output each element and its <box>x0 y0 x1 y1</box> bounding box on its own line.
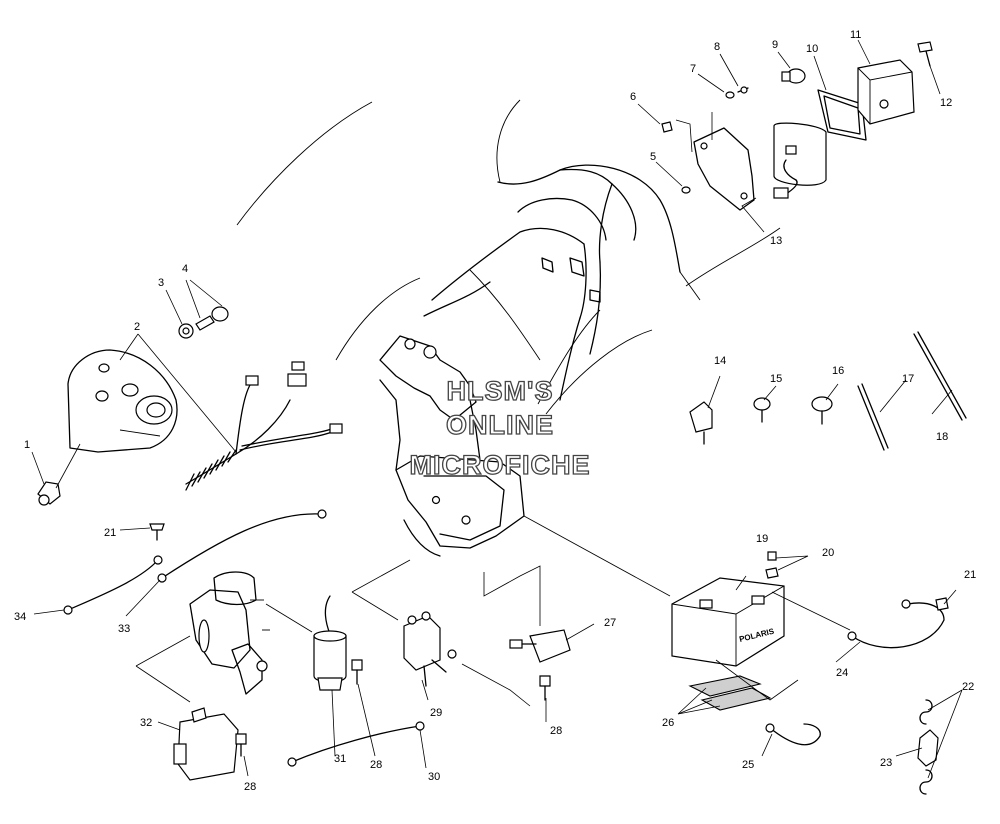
clip-15 <box>753 397 771 423</box>
screw-28-center <box>351 659 363 685</box>
callout-18: 18 <box>936 431 948 443</box>
voltage-regulator <box>509 629 571 663</box>
callout-28-right: 28 <box>550 725 562 737</box>
screw-28-right <box>539 675 551 701</box>
bulb-9 <box>781 68 806 84</box>
strap-23 <box>917 729 939 767</box>
callout-21-left: 21 <box>104 527 116 539</box>
callout-10: 10 <box>806 43 818 55</box>
screw-21-right <box>935 597 949 611</box>
battery-cable-24 <box>847 599 945 649</box>
callout-8: 8 <box>714 41 720 53</box>
callout-11: 11 <box>850 29 861 41</box>
callout-26: 26 <box>662 717 674 729</box>
callout-17: 17 <box>902 373 914 385</box>
callout-4: 4 <box>182 263 188 275</box>
callout-numbers: 1 2 3 4 5 6 7 8 9 10 11 12 13 14 15 16 1… <box>14 29 976 793</box>
wiring-harness <box>185 361 343 491</box>
screw-12 <box>917 41 933 67</box>
watermark: HLSM'S ONLINE MICROFICHE <box>409 375 591 480</box>
washer-5 <box>681 186 691 194</box>
callout-24: 24 <box>836 667 848 679</box>
callout-28-center: 28 <box>370 759 382 771</box>
vehicle-body-outline <box>236 99 781 415</box>
callout-6: 6 <box>630 91 636 103</box>
washer-7 <box>725 91 735 99</box>
callout-28-left: 28 <box>244 781 256 793</box>
callout-32: 32 <box>140 717 152 729</box>
cdi-module <box>173 707 239 781</box>
callout-16: 16 <box>832 365 844 377</box>
bulb-retainer <box>178 306 229 339</box>
bolt-8 <box>737 86 749 94</box>
callout-19: 19 <box>756 533 768 545</box>
callout-9: 9 <box>772 39 778 51</box>
ignition-coil <box>313 595 347 691</box>
callout-29: 29 <box>430 707 442 719</box>
mounting-bracket <box>189 571 270 695</box>
s-hooks-22 <box>919 699 933 795</box>
cable-tie-17 <box>857 383 889 451</box>
lens-gasket <box>817 89 867 141</box>
callout-1: 1 <box>24 439 30 451</box>
callout-31: 31 <box>334 753 346 765</box>
starter-solenoid <box>403 611 457 687</box>
callout-13: 13 <box>770 235 782 247</box>
callout-21-right: 21 <box>964 569 976 581</box>
headlight-housing <box>67 349 178 453</box>
frame-assembly <box>379 335 525 557</box>
callout-5: 5 <box>650 151 656 163</box>
callout-3: 3 <box>158 277 164 289</box>
taillight-cover <box>857 59 915 125</box>
watermark-line-3: MICROFICHE <box>410 450 591 480</box>
callout-30: 30 <box>428 771 440 783</box>
clip-14 <box>689 401 713 445</box>
battery-bolts <box>765 551 779 579</box>
ground-wire-34 <box>63 555 163 615</box>
callout-20: 20 <box>822 547 834 559</box>
ground-wire-30 <box>287 721 425 767</box>
battery-pads <box>688 675 772 711</box>
taillight-lens <box>773 122 827 199</box>
headlight-bulb-socket <box>37 481 61 506</box>
callout-12: 12 <box>940 97 952 109</box>
callout-23: 23 <box>880 757 892 769</box>
screw-21-left <box>149 523 165 541</box>
callout-14: 14 <box>714 355 726 367</box>
callout-22: 22 <box>962 681 974 693</box>
nut-6 <box>661 121 673 133</box>
battery-cable-25 <box>765 723 821 746</box>
watermark-line-1: HLSM'S <box>447 376 554 406</box>
callout-25: 25 <box>742 759 754 771</box>
callout-7: 7 <box>690 63 696 75</box>
ground-wire-33 <box>157 509 327 583</box>
callout-27: 27 <box>604 617 616 629</box>
watermark-line-2: ONLINE <box>446 410 554 440</box>
callout-15: 15 <box>770 373 782 385</box>
screw-28-left <box>235 733 247 757</box>
callout-34: 34 <box>14 611 26 623</box>
leader-lines <box>31 39 963 779</box>
taillight-bracket <box>693 127 755 211</box>
battery: POLARIS <box>671 577 785 667</box>
cable-tie-18 <box>913 331 967 421</box>
callout-2: 2 <box>134 321 140 333</box>
clip-16 <box>811 396 833 425</box>
callout-33: 33 <box>118 623 130 635</box>
